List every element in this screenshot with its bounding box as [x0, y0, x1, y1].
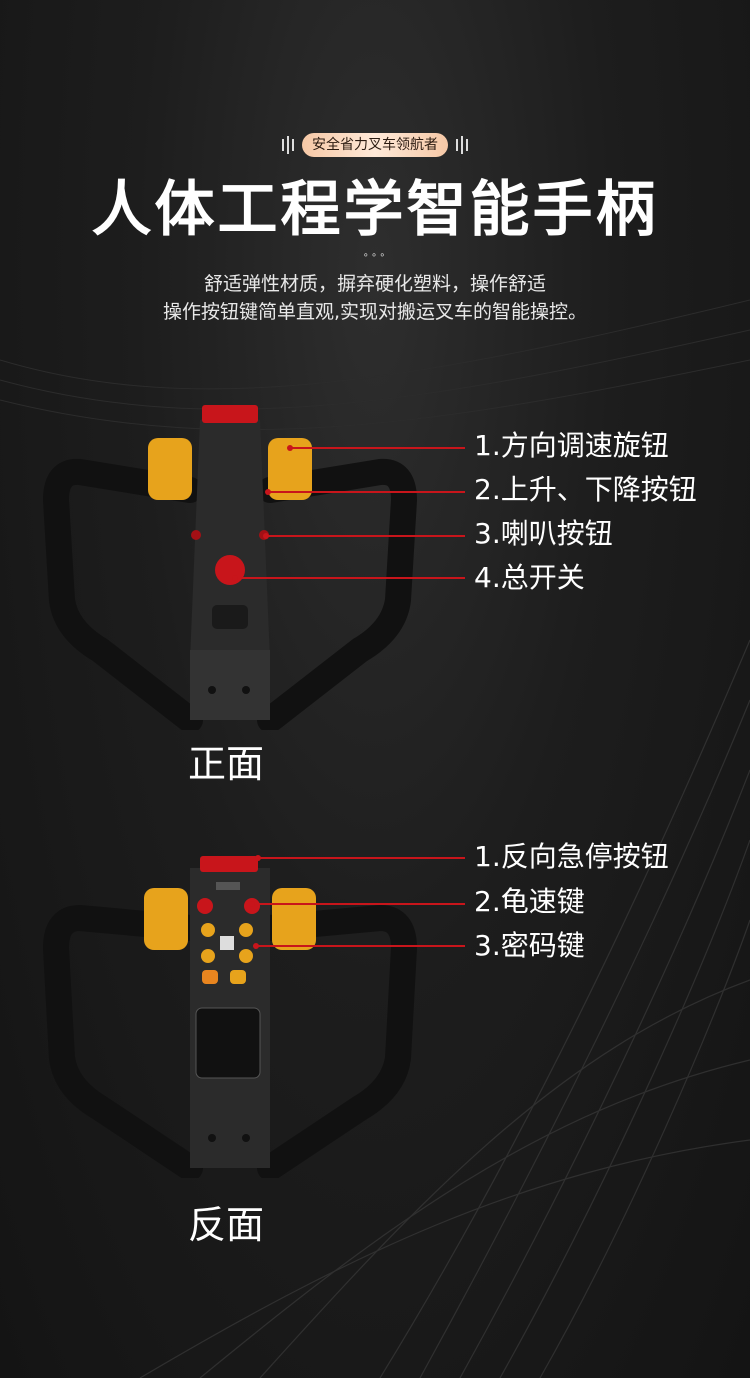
- front-callout-4: 4.总开关: [474, 561, 585, 594]
- front-callout-1: 1.方向调速旋钮: [474, 429, 669, 462]
- back-callout-1: 1.反向急停按钮: [474, 840, 669, 873]
- right-bars-decoration: [456, 136, 468, 154]
- tagline-badge: 安全省力叉车领航者: [302, 133, 448, 157]
- front-handle-illustration: [42, 405, 418, 730]
- back-callout-2: 2.龟速键: [474, 885, 585, 918]
- front-callout-2: 2.上升、下降按钮: [474, 473, 697, 506]
- page-title: 人体工程学智能手柄: [91, 175, 659, 245]
- back-handle-illustration: [42, 856, 418, 1178]
- front-view-label: 正面: [188, 742, 265, 786]
- tagline-badge-row: 安全省力叉车领航者: [0, 133, 750, 157]
- front-callout-3: 3.喇叭按钮: [474, 517, 613, 550]
- left-bars-decoration: [282, 136, 294, 154]
- back-view-label: 反面: [188, 1203, 265, 1247]
- title-dots-decoration: ∘∘∘: [362, 250, 388, 261]
- subtitle-line-2: 操作按钮键简单直观,实现对搬运叉车的智能操控。: [162, 301, 588, 323]
- subtitle-line-1: 舒适弹性材质，摒弃硬化塑料，操作舒适: [203, 273, 546, 295]
- back-callout-3: 3.密码键: [474, 929, 585, 962]
